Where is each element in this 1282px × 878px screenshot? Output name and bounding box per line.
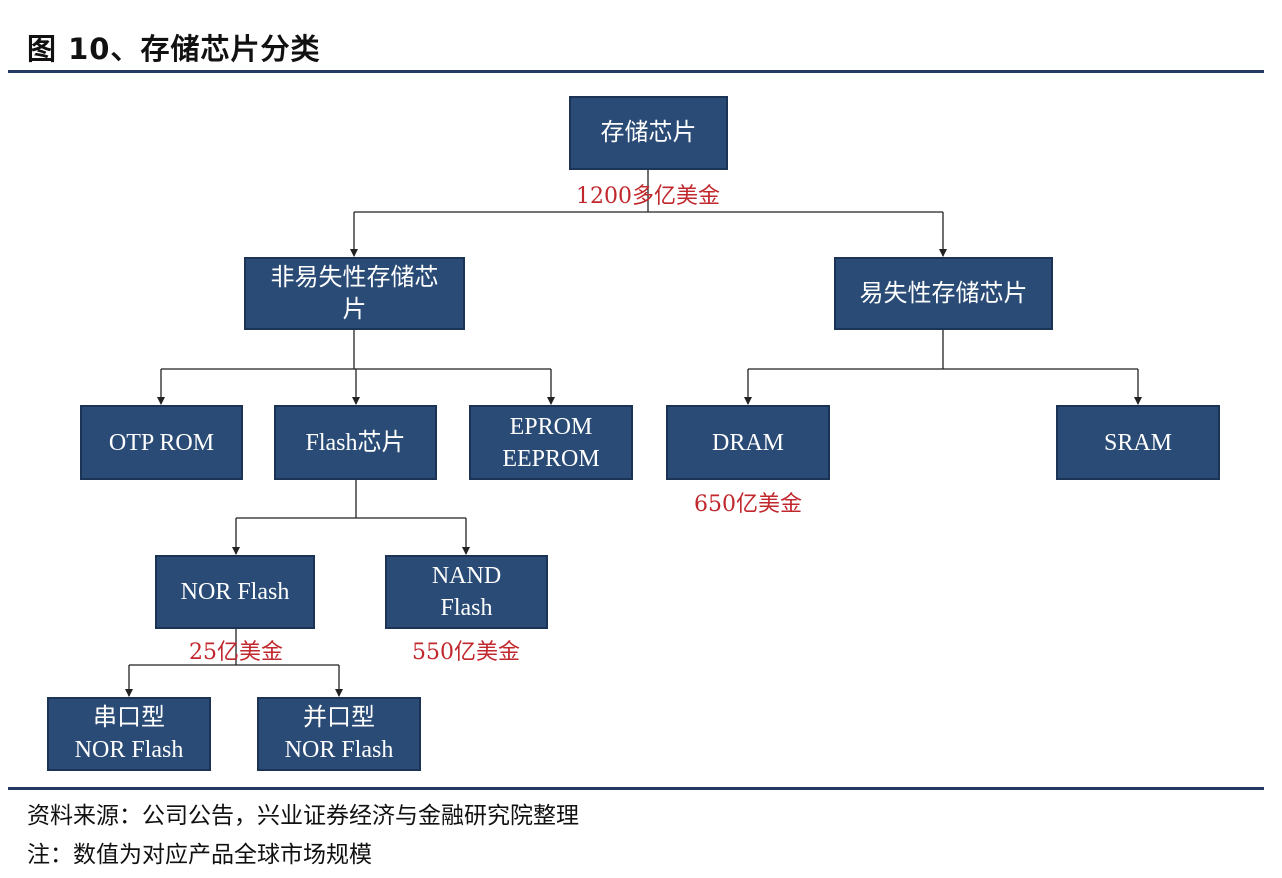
node-sram: SRAM (1056, 405, 1220, 480)
node-parallel-nor-flash-label: 并口型 NOR Flash (284, 705, 394, 763)
node-serial-nor-flash-label: 串口型 NOR Flash (74, 705, 184, 763)
bottom-rule (8, 787, 1264, 790)
top-rule (8, 70, 1264, 73)
footnote: 注：数值为对应产品全球市场规模 (27, 842, 372, 868)
node-otp-rom: OTP ROM (80, 405, 243, 480)
value-nor-flash: 25亿美金 (189, 640, 283, 665)
node-nor-flash-label: NOR Flash (180, 579, 290, 605)
node-volatile-storage: 易失性存储芯片 (834, 257, 1053, 330)
node-nonvolatile-storage-label: 非易失性存储芯 片 (270, 264, 439, 323)
node-flash-chip: Flash芯片 (274, 405, 437, 480)
node-nand-flash-label: NAND Flash (431, 563, 502, 621)
value-dram: 650亿美金 (694, 492, 802, 517)
node-eprom-eeprom-label: EPROM EEPROM (502, 413, 600, 472)
value-nand-flash: 550亿美金 (412, 640, 520, 665)
node-serial-nor-flash: 串口型 NOR Flash (47, 697, 211, 771)
node-dram: DRAM (666, 405, 830, 480)
node-parallel-nor-flash: 并口型 NOR Flash (257, 697, 421, 771)
node-nonvolatile-storage: 非易失性存储芯 片 (244, 257, 465, 330)
node-storage-chip-label: 存储芯片 (600, 120, 697, 146)
node-otp-rom-label: OTP ROM (108, 429, 215, 456)
value-storage-chip: 1200多亿美金 (576, 184, 720, 209)
node-nor-flash: NOR Flash (155, 555, 315, 629)
figure-title: 图 10、存储芯片分类 (27, 32, 321, 66)
source-note: 资料来源：公司公告，兴业证券经济与金融研究院整理 (27, 803, 579, 829)
node-eprom-eeprom: EPROM EEPROM (469, 405, 633, 480)
node-dram-label: DRAM (711, 429, 784, 456)
node-flash-chip-label: Flash芯片 (305, 429, 406, 456)
node-storage-chip: 存储芯片 (569, 96, 728, 170)
node-volatile-storage-label: 易失性存储芯片 (859, 280, 1028, 307)
node-sram-label: SRAM (1103, 429, 1173, 456)
node-nand-flash: NAND Flash (385, 555, 548, 629)
